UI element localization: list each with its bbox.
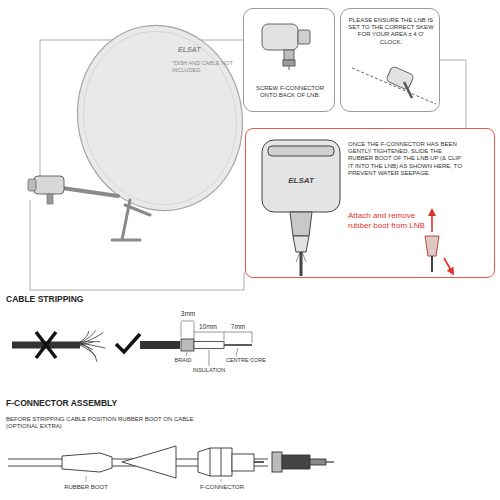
instruction-text: ONCE THE F-CONNECTOR HAS BEEN GENTLY TIG… [348,141,466,177]
dimension: 7mm [226,323,250,331]
section-heading: CABLE STRIPPING [6,294,156,304]
part-label: CENTRE CORE [222,357,270,364]
part-label: F-CONNECTOR [194,484,250,491]
part-label: INSULATION [186,367,232,374]
callout-box: SCREW F-CONNECTOR ONTO BACK OF LNB. [243,8,335,112]
frayed-strand [80,345,96,357]
instruction-note: Attach and remove rubber boot from LNB [348,211,428,230]
f-connector-assembly-figure [8,446,334,482]
dimension: 3mm [176,310,200,318]
section-heading: F-CONNECTOR ASSEMBLY [6,398,206,408]
callout-box: ONCE THE F-CONNECTOR HAS BEEN GENTLY TIG… [245,128,495,278]
brand-logo: ELSAT [178,46,218,54]
instruction-text: SCREW F-CONNECTOR ONTO BACK OF LNB. [250,85,330,99]
frayed-strand [80,341,100,342]
satellite-dish [28,10,260,240]
brand-logo: ELSAT [276,176,326,186]
frayed-strand [80,332,103,344]
dimension: 10mm [195,323,221,331]
lnb-connector-figure [262,24,310,70]
instruction-text: PLEASE ENSURE THE LNB IS SET TO THE CORR… [348,17,434,46]
part-label: BRAID [168,357,198,364]
lnb-skew-figure [352,66,436,104]
callout-box: PLEASE ENSURE THE LNB IS SET TO THE CORR… [340,8,440,112]
frayed-strand [80,342,97,362]
note: *DISH AND CABLE NOT INCLUDED. [172,60,236,73]
cable-stripping-figure [12,321,252,366]
instruction-text: BEFORE STRIPPING CABLE POSITION RUBBER B… [6,416,206,430]
part-label: RUBBER BOOT [58,484,114,491]
